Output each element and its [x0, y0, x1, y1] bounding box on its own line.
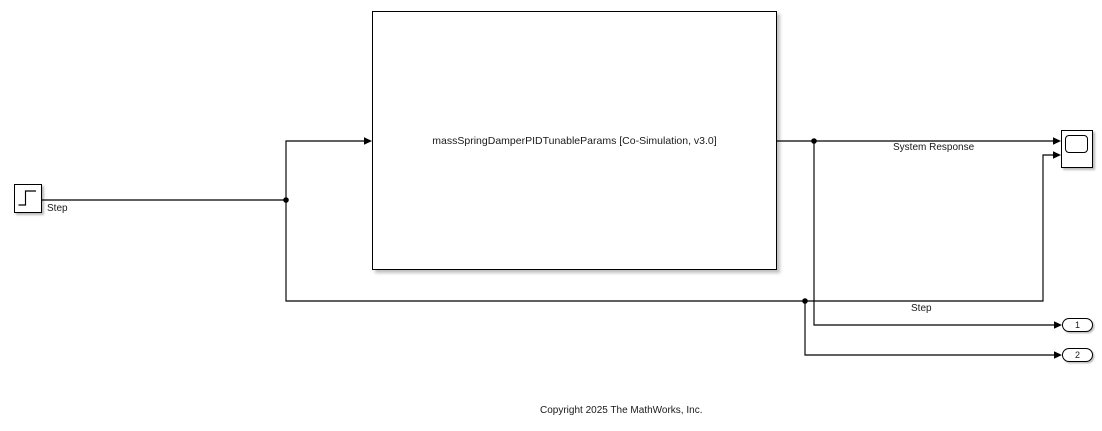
step-block-label[interactable]: Step	[47, 203, 68, 214]
subsystem-label: massSpringDamperPIDTunableParams [Co-Sim…	[432, 134, 717, 147]
outport-2-number: 2	[1074, 349, 1080, 360]
outport-2-block[interactable]: 2	[1062, 348, 1093, 362]
branch-dot-system-response	[811, 138, 817, 144]
step-source-block[interactable]	[14, 184, 42, 213]
arrowhead-outport1	[1054, 321, 1062, 329]
arrowhead-scope-input1	[1053, 137, 1061, 145]
signal-label-system-response[interactable]: System Response	[893, 142, 975, 153]
wire-response-to-outport1[interactable]	[813, 141, 1054, 326]
branch-dot-step-bottom	[802, 298, 808, 304]
arrowhead-subsystem-input	[364, 137, 372, 145]
wire-step-to-subsystem[interactable]	[285, 140, 364, 200]
arrowhead-scope-input2	[1053, 151, 1061, 159]
step-signal-icon	[18, 190, 36, 206]
wire-step-to-scope[interactable]	[285, 154, 1053, 302]
copyright-annotation: Copyright 2025 The MathWorks, Inc.	[540, 405, 703, 416]
scope-screen-icon	[1065, 135, 1088, 153]
wire-step-to-outport2[interactable]	[804, 301, 1054, 356]
outport-1-block[interactable]: 1	[1062, 318, 1093, 332]
scope-block[interactable]	[1061, 130, 1093, 168]
signal-label-step[interactable]: Step	[911, 303, 932, 314]
arrowhead-outport2	[1054, 351, 1062, 359]
branch-dot-step	[283, 197, 289, 203]
outport-1-number: 1	[1074, 319, 1080, 330]
subsystem-block[interactable]: massSpringDamperPIDTunableParams [Co-Sim…	[372, 11, 777, 270]
